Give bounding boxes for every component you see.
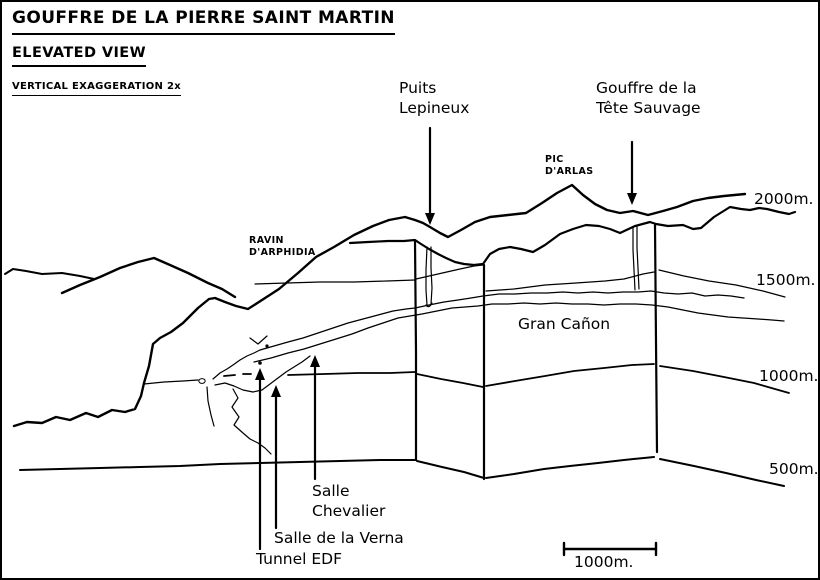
terrain-skyline-path <box>12 183 747 428</box>
tete-sauvage-shaft <box>632 226 640 291</box>
elevation-label-500m: 500m. <box>769 460 819 478</box>
label-gran-canon: Gran Cañon <box>518 315 611 333</box>
puits-lepineux-shaft <box>425 246 433 308</box>
gran-canon-passage <box>253 290 785 363</box>
salle-verna-arrow <box>271 385 281 530</box>
page-title: GOUFFRE DE LA PIERRE SAINT MARTIN <box>12 8 395 35</box>
exaggeration-note: VERTICAL EXAGGERATION 2x <box>12 81 181 96</box>
label-puits-lepineux: Puits Lepineux <box>399 79 470 117</box>
label-ravin-arphidia: RAVIN D'ARPHIDIA <box>249 235 316 259</box>
label-salle-verna: Salle de la Verna <box>274 529 404 547</box>
label-pic-arlas: PIC D'ARLAS <box>545 154 594 178</box>
salle-verna-chamber <box>206 335 311 455</box>
scale-bar <box>562 541 658 557</box>
scale-bar-label: 1000m. <box>574 553 634 571</box>
view-subtitle: ELEVATED VIEW <box>12 44 146 67</box>
chamber-dot <box>265 344 269 348</box>
elevation-label-1000m: 1000m. <box>759 367 819 385</box>
label-tunnel-edf: Tunnel EDF <box>256 550 342 568</box>
label-salle-chevalier: Salle Chevalier <box>312 482 386 520</box>
cut-vertical-right-path <box>653 223 659 454</box>
background-ridge-path <box>4 268 95 280</box>
elevation-label-1500m: 1500m. <box>756 271 816 289</box>
elevation-line-1000m <box>143 363 790 394</box>
elevation-label-2000m: 2000m. <box>754 190 814 208</box>
left-mountain-path <box>60 256 237 299</box>
label-tete-sauvage: Gouffre de la Tête Sauvage <box>596 79 701 117</box>
puits-lepineux-arrow <box>425 126 435 225</box>
tunnel-portal-dot <box>258 361 262 365</box>
cut-vertical-left-path <box>413 239 418 462</box>
cut-front-edge-path <box>348 205 797 267</box>
tunnel-edf-arrow <box>255 368 265 551</box>
verna-entrance-mark <box>198 378 206 384</box>
tete-sauvage-arrow <box>627 140 637 205</box>
elevation-line-500m <box>19 456 785 487</box>
elevation-line-1500m <box>254 264 786 298</box>
annotation-arrows <box>255 126 637 551</box>
salle-chevalier-arrow <box>310 355 320 481</box>
